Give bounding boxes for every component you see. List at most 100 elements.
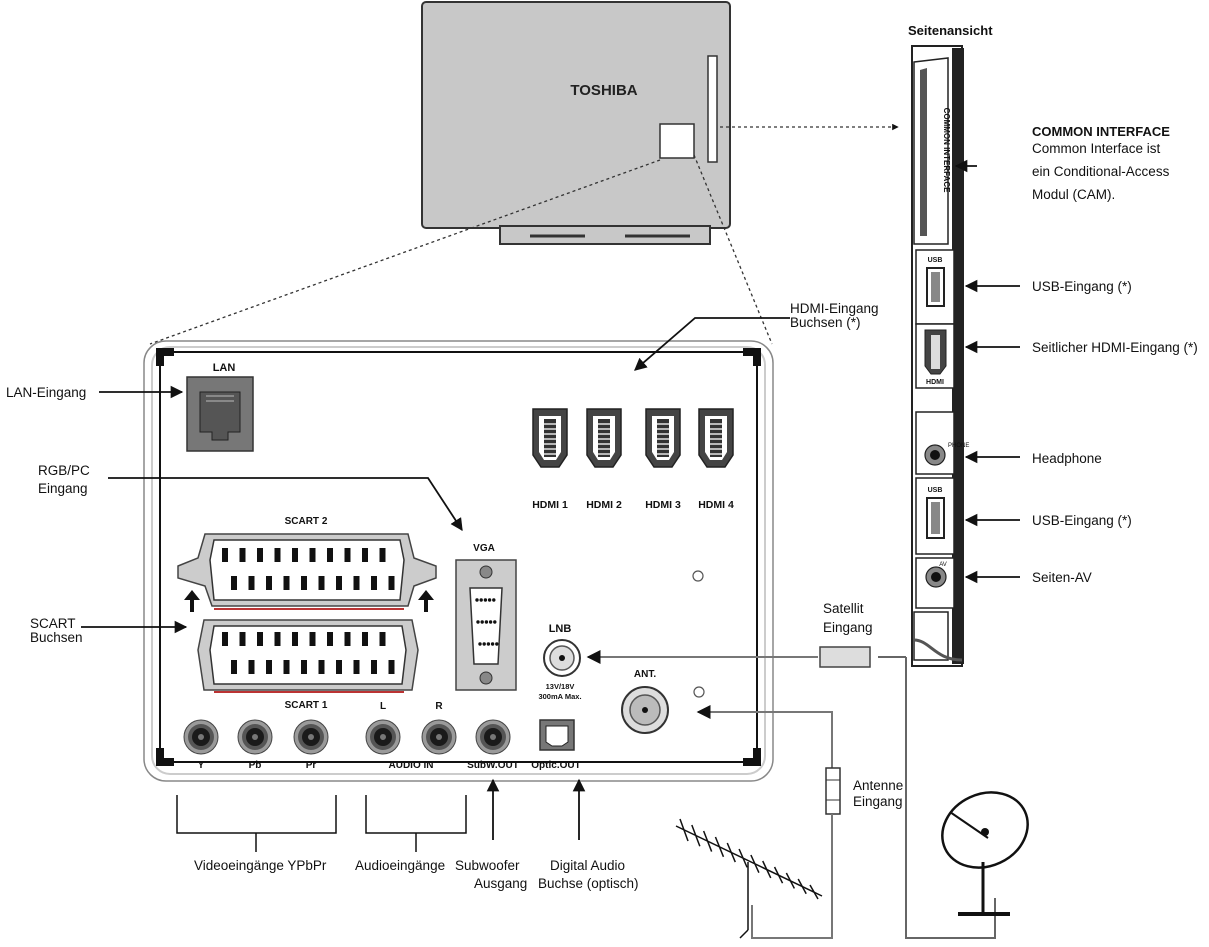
svg-text:USB: USB [928,257,943,264]
vga-pin [482,642,486,646]
connector-pin [292,632,298,646]
connector-pin [327,632,333,646]
connector-pin [379,548,386,562]
connector-pin [283,576,290,590]
connector-pin [248,576,255,590]
hdmi-1-label: HDMI 1 [532,499,568,511]
vga-pin [487,598,492,602]
connector-pin [371,660,377,674]
scart-2-port: SCART 2 [177,516,437,612]
vga-pin [493,620,497,624]
side-hdmi-label: Seitlicher HDMI-Eingang (*) [1032,340,1198,355]
connector-pin [266,576,272,590]
vga-pin [486,642,491,646]
svg-text:L: L [380,701,386,712]
aerial-element [691,824,701,847]
subwoofer-label-1: Subwoofer [455,858,520,873]
connector-pin [301,660,307,674]
vga-pin [484,620,489,624]
connector-pin [318,576,325,590]
subwoofer-label-2: Ausgang [474,876,528,891]
svg-text:AV: AV [939,562,947,568]
svg-text:USB: USB [928,487,943,494]
connector-pin [371,576,377,590]
usb-input-label-1: USB-Eingang (*) [1032,279,1132,294]
connector-pin [283,660,290,674]
headphone-label: Headphone [1032,451,1102,466]
svg-text:HDMI: HDMI [926,379,944,386]
connector-pin [239,548,246,562]
antenna-port: ANT. [621,669,669,734]
connector-pin [257,548,263,562]
tv-brand-logo: TOSHIBA [570,82,637,99]
optical-port [539,719,575,751]
digital-audio-label-2: Buchse (optisch) [538,876,639,891]
connector-pin [379,632,386,646]
vga-pin [480,620,484,624]
satellite-dish [941,791,1029,916]
side-view-title: Seitenansicht [908,23,993,38]
lan-port: LAN [186,362,254,452]
common-interface-desc-2: ein Conditional-Access [1032,164,1170,179]
common-interface-desc-3: Modul (CAM). [1032,187,1116,202]
rgb-pc-label-1: RGB/PC [38,463,90,478]
vga-pin [478,642,482,646]
connector-pin [344,632,351,646]
svg-text:PHONE: PHONE [948,443,969,449]
svg-text:300mA Max.: 300mA Max. [538,692,581,701]
svg-text:SCART 2: SCART 2 [285,516,328,527]
digital-audio-label-1: Digital Audio [550,858,626,873]
vga-pin [483,598,488,602]
hdmi-3-label: HDMI 3 [645,499,681,511]
antenna-label-2: Eingang [853,794,903,809]
svg-text:Pr: Pr [306,760,317,771]
satellite-label-1: Satellit [823,601,864,616]
aerial-element [785,872,796,889]
hdmi-input-label-1: HDMI-Eingang [790,301,879,316]
guide-lines [149,123,899,345]
connector-pin [388,576,395,590]
connector-pin [309,632,316,646]
lnb-port: LNB 13V/18V 300mA Max. [538,623,581,701]
connector-pin [336,576,342,590]
aerial-element [773,866,784,884]
connector-pin [266,660,272,674]
aerial-element [714,836,725,858]
lan-input-label: LAN-Eingang [6,385,87,400]
connector-pin [274,548,281,562]
video-inputs-label: Videoeingänge YPbPr [194,858,327,873]
svg-text:ANT.: ANT. [634,669,656,680]
svg-text:R: R [435,701,443,712]
svg-text:Pb: Pb [249,760,262,771]
aerial-element [809,884,819,900]
connector-pin [362,548,368,562]
scart-1-port: SCART 1 [197,619,419,711]
connector-pin [239,632,246,646]
svg-text:SCART 1: SCART 1 [285,700,328,711]
aerial-element [738,848,748,868]
svg-text:VGA: VGA [473,543,495,554]
connector-pin [388,660,395,674]
arrows [81,159,1020,840]
side-av-label: Seiten-AV [1032,570,1092,585]
connector-pin [222,548,228,562]
aerial-element [679,818,689,842]
aerial-element [726,842,736,863]
connector-pin [274,632,281,646]
connector-pin [222,632,228,646]
connector-pin [257,632,263,646]
svg-text:Optic.OUT: Optic.OUT [531,760,580,771]
aerial-element [797,878,807,895]
hdmi-input-label-2: Buchsen (*) [790,315,861,330]
aerial-antenna [675,818,823,939]
vga-pin [490,642,495,646]
satellite-label-2: Eingang [823,620,873,635]
vga-pin [479,598,483,602]
connector-pin [309,548,316,562]
svg-text:LNB: LNB [549,623,572,635]
aerial-element [750,854,760,873]
connector-pin [362,632,368,646]
common-interface-title: COMMON INTERFACE [1032,124,1170,139]
side-panel: COMMON INTERFACE USB HDMI PHONE USB AV [911,45,969,667]
